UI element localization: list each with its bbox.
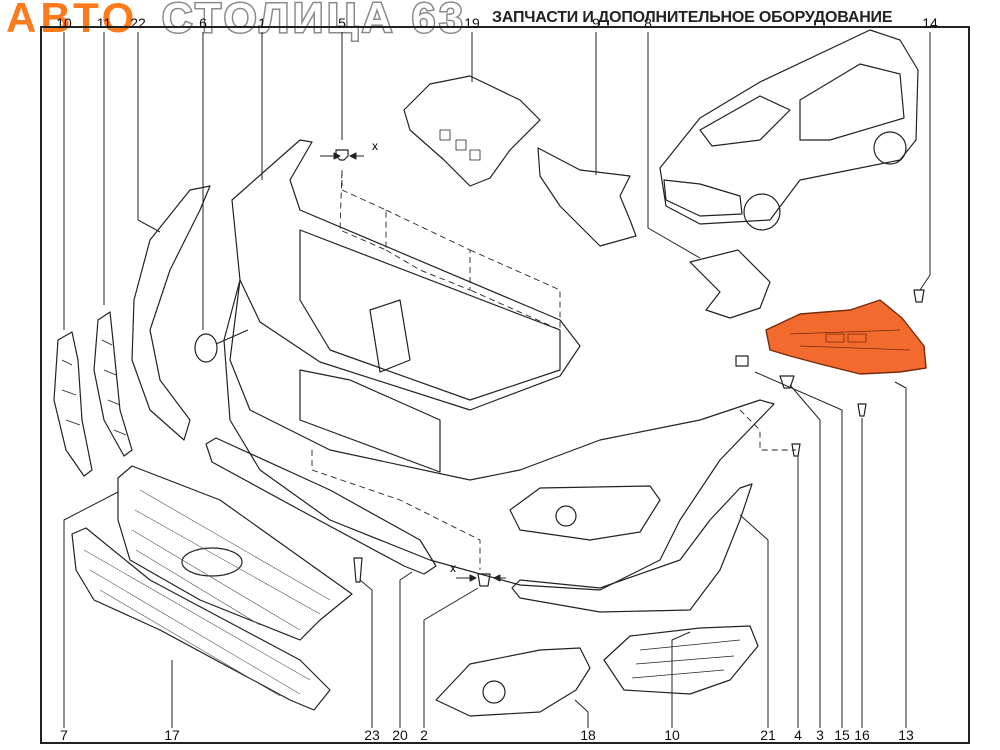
tow-hook-cap — [194, 333, 218, 363]
logo-text-stolitsa: СТОЛИЦА 63 — [161, 0, 467, 43]
bumper-side-extension — [511, 483, 753, 613]
lower-grille — [71, 527, 331, 711]
logo-text-avto: АВТО — [6, 0, 139, 41]
diagram-frame — [40, 26, 970, 744]
callout-label: 22 — [130, 15, 146, 31]
callout-label: 20 — [392, 727, 408, 743]
mounting-bracket — [689, 249, 771, 319]
callout-label: 8 — [644, 15, 652, 31]
bumper-upper-beam — [231, 139, 581, 411]
callout-label: 18 — [580, 727, 596, 743]
callout-label: 10 — [664, 727, 680, 743]
bottom-leader-lines — [63, 371, 907, 728]
callout-label: 23 — [364, 727, 380, 743]
side-strip-left — [53, 331, 93, 477]
callout-label: 3 — [816, 727, 824, 743]
foglight-housing — [509, 485, 661, 541]
grille-emblem — [181, 547, 243, 577]
underbody-shield-highlighted — [765, 299, 927, 375]
top-deflector — [403, 75, 541, 187]
callout-label: 4 — [794, 727, 802, 743]
top-leader-lines — [63, 32, 931, 330]
bumper-center-opening — [299, 229, 561, 401]
dimension-mark: x — [450, 561, 456, 575]
dimension-arrows — [320, 152, 506, 582]
callout-label: 15 — [834, 727, 850, 743]
callout-label: 14 — [922, 15, 938, 31]
bottom-callouts: 7 17 23 20 2 18 10 21 4 3 15 16 13 — [60, 727, 914, 743]
brand-banner: АВТО СТОЛИЦА 63 ЗАПЧАСТИ И ДОПОЛНИТЕЛЬНО… — [0, 0, 1000, 43]
license-plate-area — [299, 369, 441, 473]
air-duct — [537, 147, 637, 247]
upper-grille — [117, 465, 353, 641]
vehicle-illustration — [659, 29, 919, 231]
callout-label: 2 — [420, 727, 428, 743]
callout-label: 21 — [760, 727, 776, 743]
lower-bumper-strip — [205, 437, 437, 575]
callout-label: 10 — [56, 15, 72, 31]
bumper-center-bracket — [369, 299, 411, 373]
front-bumper-body — [223, 279, 775, 591]
callout-label: 7 — [60, 727, 68, 743]
callout-label: 1 — [258, 15, 266, 31]
side-bracket — [131, 185, 211, 441]
callout-label: 6 — [199, 15, 207, 31]
callout-label: 9 — [592, 15, 600, 31]
assembly-guides — [311, 169, 796, 570]
fog-cover-left — [435, 647, 591, 717]
callout-label: 17 — [164, 727, 180, 743]
side-grille-left — [93, 311, 133, 457]
top-callouts: 10 11 22 6 1 5 19 9 8 14 — [56, 15, 938, 31]
callout-label: 16 — [854, 727, 870, 743]
callout-label: 19 — [464, 15, 480, 31]
callout-label: 11 — [97, 15, 112, 31]
fog-cover-right — [603, 625, 759, 695]
callout-label: 5 — [338, 15, 346, 31]
dimension-mark: x — [372, 139, 378, 153]
callout-label: 13 — [898, 727, 914, 743]
banner-tagline: ЗАПЧАСТИ И ДОПОЛНИТЕЛЬНОЕ ОБОРУДОВАНИЕ — [492, 9, 893, 26]
